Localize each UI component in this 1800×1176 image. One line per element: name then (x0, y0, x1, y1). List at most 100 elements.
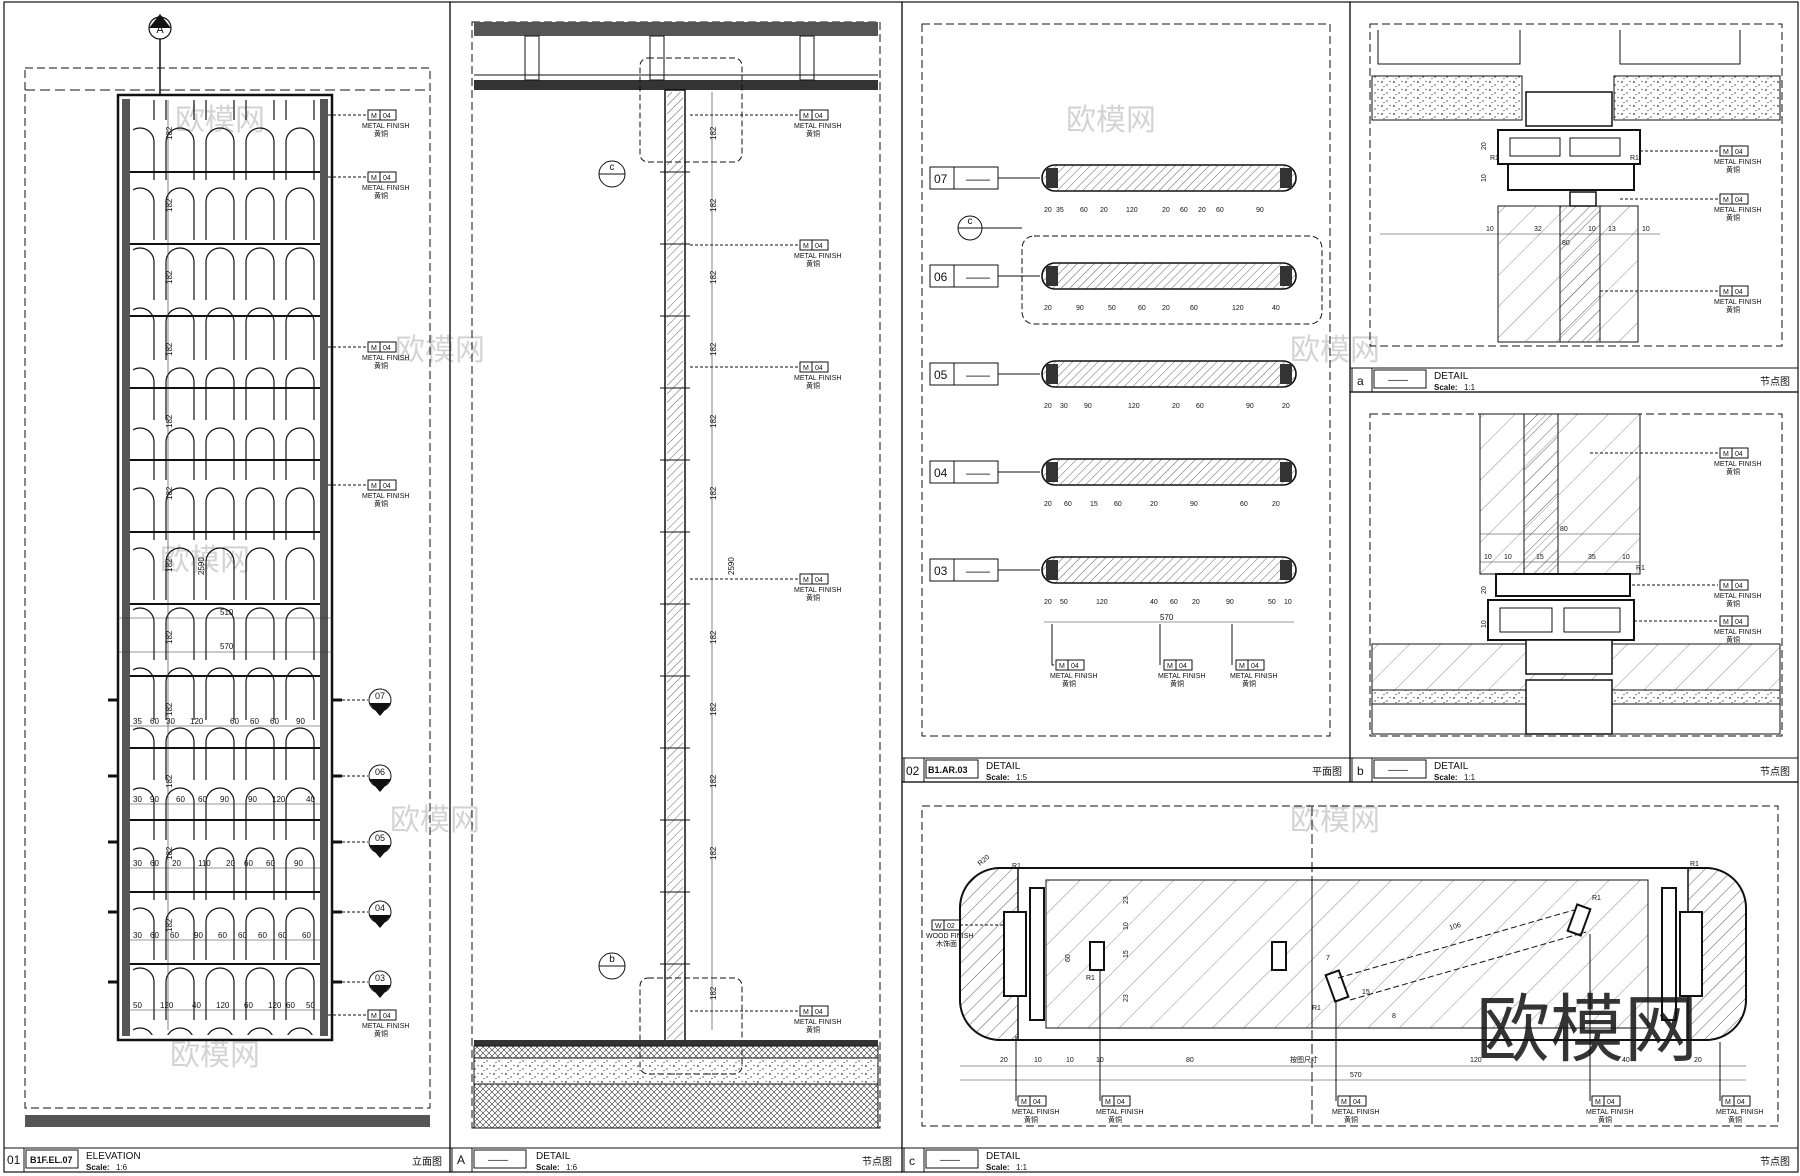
svg-text:节点图: 节点图 (1760, 376, 1790, 388)
svg-text:60: 60 (1196, 403, 1204, 410)
svg-text:DETAIL: DETAIL (986, 1151, 1021, 1162)
svg-text:182: 182 (709, 630, 718, 644)
svg-text:METAL FINISH: METAL FINISH (1158, 673, 1205, 680)
svg-text:节点图: 节点图 (862, 1156, 892, 1168)
svg-text:90: 90 (1256, 207, 1264, 214)
watermarks: 欧模网 欧模网 欧模网 欧模网 欧模网 欧模网 欧模网 欧模网 (160, 104, 1380, 1072)
svg-text:02: 02 (906, 764, 920, 778)
svg-text:M: M (371, 1013, 377, 1020)
detail-callout-c-plan[interactable]: c (957, 215, 1022, 241)
svg-text:50: 50 (1268, 599, 1276, 606)
svg-text:METAL FINISH: METAL FINISH (794, 123, 841, 130)
svg-text:10: 10 (1284, 599, 1292, 606)
svg-text:R20: R20 (977, 854, 991, 868)
svg-text:120: 120 (1232, 305, 1244, 312)
svg-text:120: 120 (1126, 207, 1138, 214)
svg-text:1:5: 1:5 (1016, 773, 1028, 782)
detail-callout-b[interactable]: b (598, 952, 626, 980)
svg-text:90: 90 (220, 795, 229, 804)
svg-text:32: 32 (1534, 226, 1542, 233)
svg-text:60: 60 (270, 717, 279, 726)
svg-text:b: b (609, 954, 615, 965)
svg-text:07: 07 (375, 691, 385, 701)
svg-text:04: 04 (383, 1013, 391, 1020)
svg-text:黄铜: 黄铜 (806, 129, 820, 138)
svg-text:METAL FINISH: METAL FINISH (1050, 673, 1097, 680)
row-marker-04[interactable]: 04 (342, 900, 392, 928)
svg-text:182: 182 (165, 846, 174, 860)
svg-text:04: 04 (1071, 663, 1079, 670)
svg-text:M: M (803, 577, 809, 584)
svg-text:50: 50 (1060, 599, 1068, 606)
svg-text:04: 04 (1737, 1099, 1745, 1106)
svg-text:04: 04 (1735, 619, 1743, 626)
svg-text:570: 570 (1160, 613, 1174, 622)
svg-text:20: 20 (1044, 403, 1052, 410)
svg-text:20: 20 (1198, 207, 1206, 214)
title-block-a: A —— DETAIL Scale: 1:6 节点图 (450, 1147, 902, 1173)
row-marker-03[interactable]: 03 (342, 970, 392, 998)
svg-text:120: 120 (272, 795, 286, 804)
svg-text:METAL FINISH: METAL FINISH (794, 375, 841, 382)
svg-text:04: 04 (1179, 663, 1187, 670)
detail-callout-c[interactable]: c (598, 160, 626, 188)
svg-text:60: 60 (238, 931, 247, 940)
svg-text:欧模网: 欧模网 (1290, 334, 1380, 367)
section-marker-a[interactable]: A (148, 14, 172, 95)
svg-text:15: 15 (1536, 554, 1544, 561)
svg-text:04: 04 (815, 365, 823, 372)
svg-text:10: 10 (1481, 174, 1488, 182)
svg-text:——: —— (940, 1155, 960, 1166)
svg-text:R1: R1 (1690, 861, 1699, 868)
svg-text:M: M (371, 345, 377, 352)
svg-text:60: 60 (1138, 305, 1146, 312)
svg-text:黄铜: 黄铜 (1726, 165, 1740, 174)
svg-text:a: a (1357, 374, 1364, 388)
svg-text:15: 15 (1123, 950, 1130, 958)
svg-text:R1: R1 (1012, 863, 1021, 870)
row-marker-06[interactable]: 06 (342, 764, 392, 792)
svg-text:R1: R1 (1086, 975, 1095, 982)
row-marker-05[interactable]: 05 (342, 830, 392, 858)
svg-text:按图尺寸: 按图尺寸 (1290, 1055, 1318, 1064)
title-block-c: c —— DETAIL Scale: 1:1 节点图 (902, 1147, 1798, 1173)
svg-text:——: —— (966, 270, 990, 284)
svg-text:Scale:: Scale: (1434, 383, 1458, 392)
svg-text:Scale:: Scale: (1434, 773, 1458, 782)
svg-text:黄铜: 黄铜 (1726, 599, 1740, 608)
svg-text:欧模网: 欧模网 (175, 104, 265, 137)
watermark-large: 欧模网 (1476, 988, 1698, 1071)
row-marker-07[interactable]: 07 (342, 688, 392, 716)
svg-text:110: 110 (198, 859, 211, 868)
svg-text:20: 20 (1162, 305, 1170, 312)
svg-text:20: 20 (1481, 142, 1488, 150)
svg-text:黄铜: 黄铜 (374, 1029, 388, 1038)
svg-text:10: 10 (1486, 226, 1494, 233)
svg-text:10: 10 (1066, 1057, 1074, 1064)
svg-text:黄铜: 黄铜 (1024, 1115, 1038, 1124)
svg-text:10: 10 (1484, 554, 1492, 561)
svg-text:04: 04 (1251, 663, 1259, 670)
svg-text:c: c (968, 216, 973, 227)
svg-text:120: 120 (1128, 403, 1140, 410)
svg-text:80: 80 (1562, 240, 1570, 247)
svg-text:黄铜: 黄铜 (1726, 213, 1740, 222)
svg-text:23: 23 (1123, 896, 1130, 904)
svg-text:60: 60 (230, 717, 239, 726)
svg-text:60: 60 (244, 859, 253, 868)
svg-text:15: 15 (1090, 501, 1098, 508)
svg-text:60: 60 (150, 931, 159, 940)
svg-text:METAL FINISH: METAL FINISH (1716, 1109, 1763, 1116)
